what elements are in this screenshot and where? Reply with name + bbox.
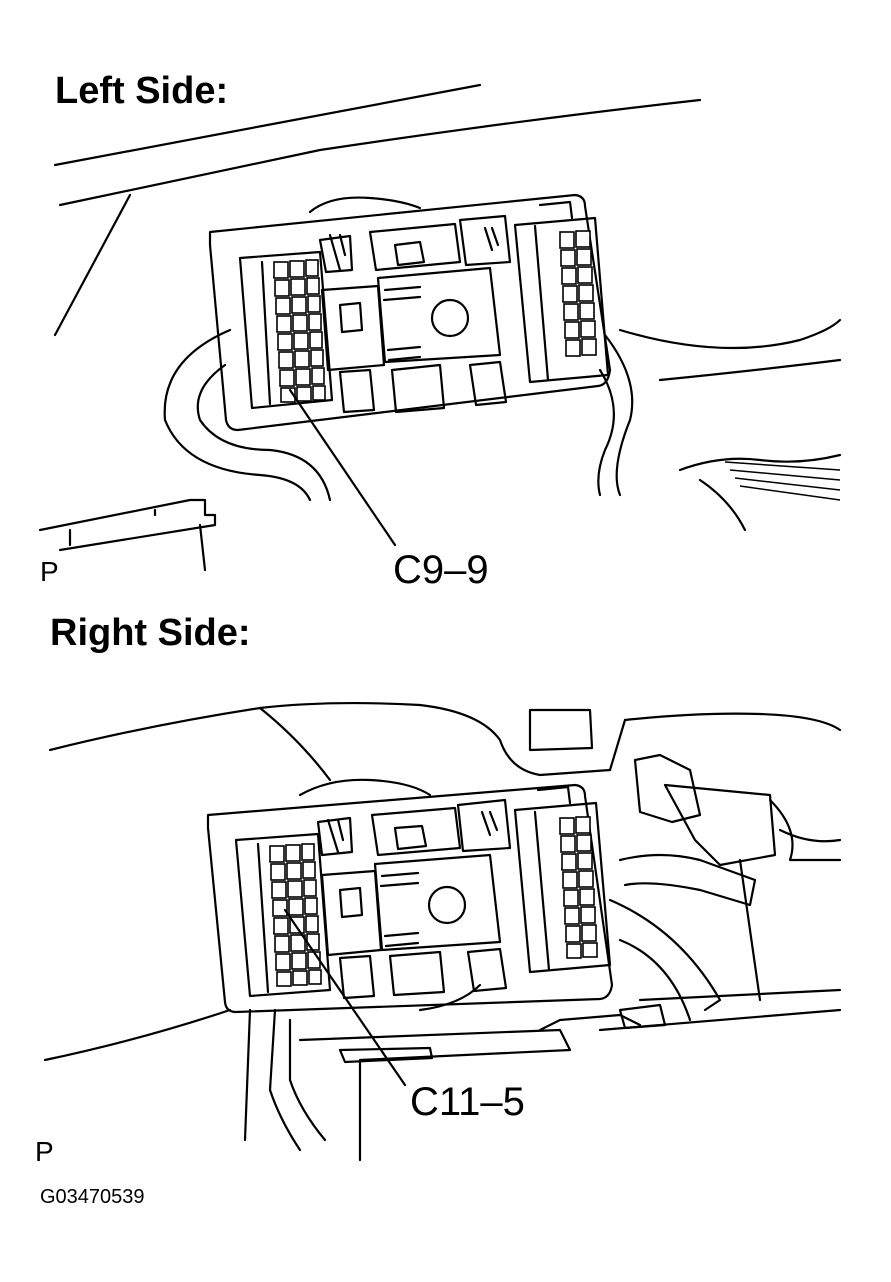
right-panel-connector-c11 <box>234 832 332 998</box>
right-panel-right-connector <box>513 785 612 974</box>
right-side-heading: Right Side: <box>50 612 251 654</box>
left-side-illustration <box>38 83 842 572</box>
right-side-illustration <box>43 701 842 1162</box>
figure-id: G03470539 <box>40 1186 145 1208</box>
left-side-heading: Left Side: <box>55 70 229 112</box>
right-marker-p: P <box>35 1136 54 1167</box>
left-marker-p: P <box>40 556 59 587</box>
right-connector-label: C11–5 <box>410 1080 525 1124</box>
right-connector-left-panel <box>513 200 610 384</box>
left-connector-c9 <box>238 250 334 410</box>
left-leader-line <box>288 388 397 547</box>
right-leader-line <box>283 908 407 1087</box>
left-connector-label: C9–9 <box>393 548 489 592</box>
